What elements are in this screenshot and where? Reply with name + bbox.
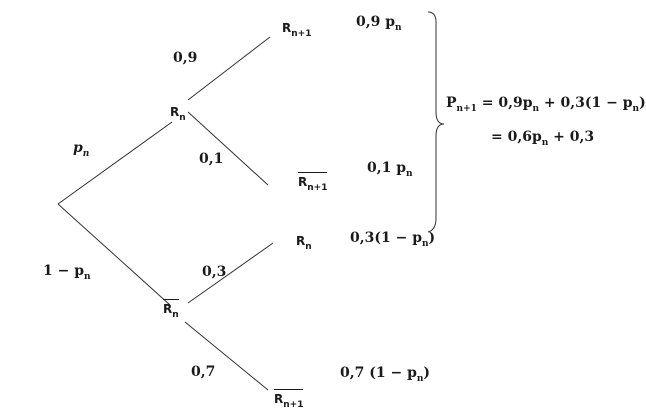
branch-lower-bottom	[184, 321, 269, 391]
node-lower: Rn	[163, 299, 179, 320]
prob-lower-bottom: 0,7	[191, 364, 216, 380]
branch-upper-top	[187, 36, 271, 101]
formula-line-1: Pn+1 = 0,9pn + 0,3(1 − pn)	[446, 95, 646, 114]
branch-upper-bottom	[187, 111, 269, 186]
prob-upper-bottom: 0,1	[199, 151, 224, 167]
branch-lower-top	[187, 242, 274, 304]
node-upper: Rn	[170, 105, 186, 123]
branch-root-upper	[57, 121, 173, 205]
leaf-lower-bottom: Rn+1	[274, 389, 304, 410]
result-4: 0,7 (1 − pn)	[340, 365, 431, 384]
prob-root-lower: 1 − pn	[43, 263, 91, 282]
leaf-upper-bottom: Rn+1	[298, 172, 328, 193]
result-3: 0,3(1 − pn)	[350, 230, 436, 249]
right-brace	[427, 11, 445, 233]
prob-root-upper: pn	[73, 140, 90, 159]
leaf-upper-top: Rn+1	[282, 21, 312, 39]
branch-root-lower	[57, 203, 171, 306]
leaf-lower-top: Rn	[296, 234, 312, 252]
result-1: 0,9 pn	[356, 14, 402, 33]
prob-lower-top: 0,3	[202, 264, 227, 280]
result-2: 0,1 pn	[367, 160, 413, 179]
prob-upper-top: 0,9	[173, 50, 198, 66]
formula-line-2: = 0,6pn + 0,3	[491, 129, 595, 148]
